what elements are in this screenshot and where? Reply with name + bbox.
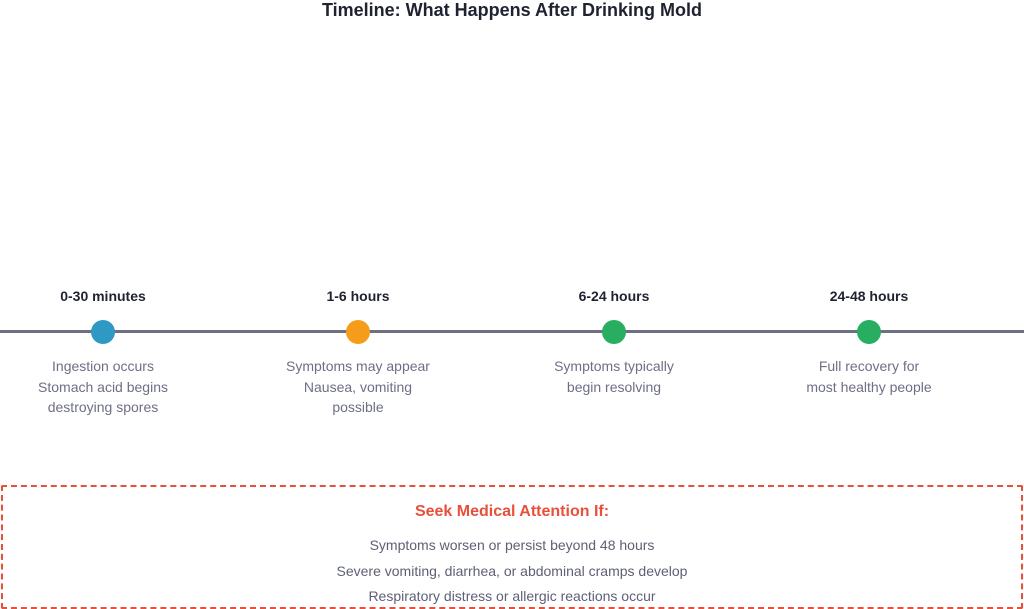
milestone-dot [857,320,881,344]
milestone-description-line: destroying spores [47,399,159,415]
milestone-description-line: Symptoms typically [554,358,674,374]
milestone-time: 24-48 hours [829,288,909,304]
page-title: Timeline: What Happens After Drinking Mo… [321,0,703,20]
milestone-0-30-minutes: 0-30 minutes Ingestion occurs Stomach ac… [0,286,213,418]
milestone-description-line: possible [332,399,384,415]
milestone-description-line: Ingestion occurs [52,358,154,374]
medical-attention-item: Severe vomiting, diarrhea, or abdominal … [336,562,688,579]
milestone-time: 6-24 hours [578,288,650,304]
medical-attention-list: Symptoms worsen or persist beyond 48 hou… [3,533,1021,609]
timeline-axis [0,330,1024,333]
medical-attention-box: Seek Medical Attention If: Symptoms wors… [1,485,1023,609]
milestone-description: Ingestion occurs Stomach acid begins des… [0,356,213,418]
milestone-6-24-hours: 6-24 hours Symptoms typically begin reso… [504,286,724,397]
milestone-description: Symptoms typically begin resolving [504,356,724,397]
milestone-dot [91,320,115,344]
medical-attention-item: Symptoms worsen or persist beyond 48 hou… [369,537,655,553]
milestone-description-line: most healthy people [806,378,932,395]
milestone-1-6-hours: 1-6 hours Symptoms may appear Nausea, vo… [248,286,468,418]
milestone-description: Full recovery for most healthy people [759,356,979,397]
milestone-time: 1-6 hours [326,288,390,304]
milestone-24-48-hours: 24-48 hours Full recovery for most healt… [759,286,979,397]
medical-attention-title: Seek Medical Attention If: [414,503,610,520]
milestone-description-line: Symptoms may appear [286,358,430,374]
medical-attention-item: Respiratory distress or allergic reactio… [368,588,656,604]
milestone-time: 0-30 minutes [60,288,146,304]
milestone-description: Symptoms may appear Nausea, vomiting pos… [248,356,468,418]
milestone-description-line: Stomach acid begins [38,378,168,395]
milestone-description-line: Full recovery for [818,358,920,374]
milestone-description-line: Nausea, vomiting [303,378,413,395]
milestone-dot [602,320,626,344]
milestone-description-line: begin resolving [566,378,662,395]
milestone-dot [346,320,370,344]
